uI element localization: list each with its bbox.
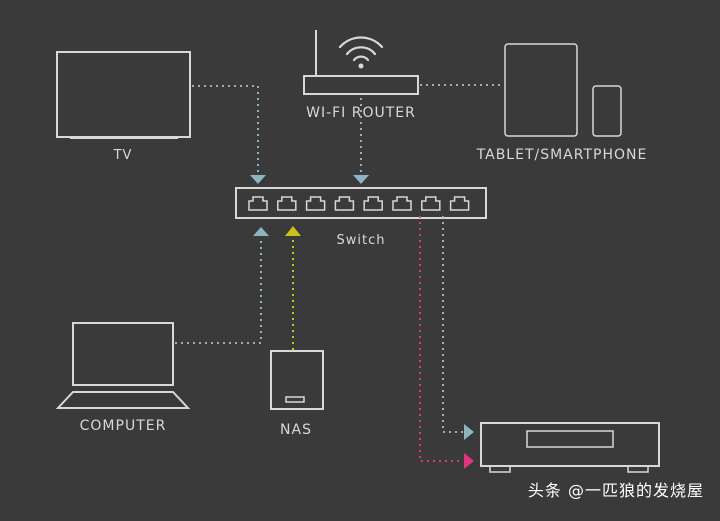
computer-label: COMPUTER xyxy=(80,418,167,434)
arrow-to-streamer-pink xyxy=(464,453,474,469)
router-label: WI-FI ROUTER xyxy=(306,105,416,121)
wifi-icon xyxy=(338,36,384,69)
switch-port-3 xyxy=(305,196,326,211)
switch-ports xyxy=(248,196,470,211)
computer-device xyxy=(55,322,191,409)
tv-screen xyxy=(56,51,191,138)
arrow-tv-to-switch xyxy=(250,175,266,184)
switch-body xyxy=(235,187,487,219)
link-switch-streamer-pink xyxy=(419,216,463,462)
arrow-router-to-switch xyxy=(353,175,369,184)
router-body xyxy=(303,75,419,95)
arrow-to-streamer-blue xyxy=(464,424,474,440)
arrow-switch-to-nas xyxy=(285,226,301,236)
streamer-body xyxy=(480,422,660,467)
tablet-body xyxy=(504,43,578,137)
link-computer-switch xyxy=(175,238,262,344)
switch-port-2 xyxy=(277,196,297,211)
tablet-device xyxy=(504,43,578,137)
streamer-foot-left xyxy=(489,465,511,473)
switch-port-4 xyxy=(334,196,355,211)
switch-port-5 xyxy=(363,196,383,211)
nas-label: NAS xyxy=(280,422,312,438)
arrow-switch-to-computer xyxy=(253,227,269,236)
nas-body xyxy=(270,350,324,410)
switch-port-1 xyxy=(248,196,268,211)
switch-port-7 xyxy=(421,196,441,211)
tv-device xyxy=(56,51,191,139)
streamer-device xyxy=(480,422,660,473)
smartphone-body xyxy=(592,85,622,137)
tablet-label: TABLET/SMARTPHONE xyxy=(476,147,648,163)
switch-device xyxy=(235,187,487,219)
streamer-display xyxy=(526,430,614,448)
switch-port-6 xyxy=(392,196,412,211)
router-device xyxy=(303,30,419,95)
smartphone-device xyxy=(592,85,622,137)
switch-label: Switch xyxy=(337,233,386,248)
link-tv-switch xyxy=(192,85,259,174)
laptop-keyboard xyxy=(55,391,191,409)
link-switch-streamer-blue xyxy=(442,216,463,433)
nas-slot xyxy=(285,396,305,403)
switch-port-8 xyxy=(449,196,470,211)
streamer-foot-right xyxy=(627,465,649,473)
tv-label: TV xyxy=(113,148,133,163)
watermark: 头条 @一匹狼的发烧屋 xyxy=(528,481,704,500)
nas-device xyxy=(270,350,324,410)
laptop-screen xyxy=(72,322,174,386)
